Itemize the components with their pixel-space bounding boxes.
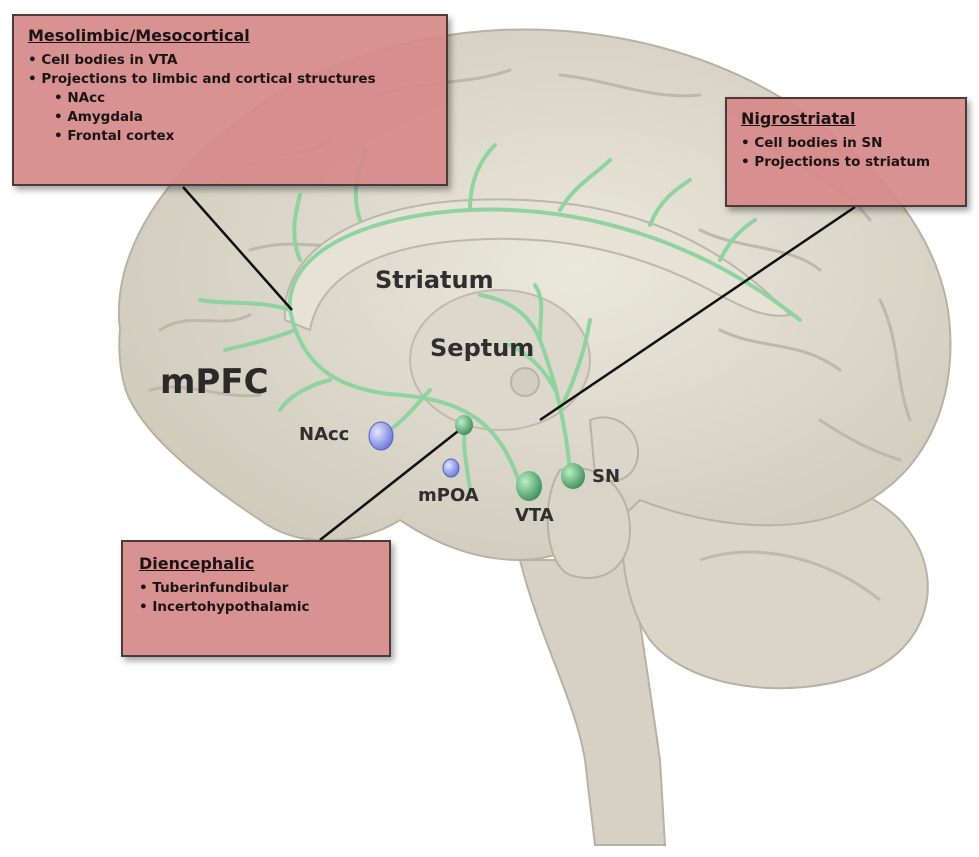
diencephalic-list: Tuberinfundibular Incertohypothalamic bbox=[139, 579, 373, 617]
label-striatum: Striatum bbox=[375, 266, 494, 294]
label-mpfc: mPFC bbox=[160, 362, 269, 402]
mesolimbic-item: Cell bodies in VTA bbox=[28, 51, 432, 70]
diencephalic-item: Tuberinfundibular bbox=[139, 579, 373, 598]
label-septum: Septum bbox=[430, 334, 534, 362]
mesolimbic-subitem: Frontal cortex bbox=[28, 127, 432, 146]
vta-nucleus bbox=[516, 471, 542, 501]
label-sn: SN bbox=[592, 466, 620, 487]
mesolimbic-box: Mesolimbic/Mesocortical Cell bodies in V… bbox=[12, 14, 448, 186]
nigrostriatal-box: Nigrostriatal Cell bodies in SN Projecti… bbox=[725, 97, 967, 207]
nigrostriatal-list: Cell bodies in SN Projections to striatu… bbox=[741, 134, 951, 172]
label-mpoa: mPOA bbox=[418, 485, 479, 506]
mesolimbic-subitem: NAcc bbox=[28, 89, 432, 108]
mesolimbic-item: Projections to limbic and cortical struc… bbox=[28, 70, 432, 89]
sn-nucleus bbox=[561, 463, 585, 489]
nigrostriatal-item: Projections to striatum bbox=[741, 153, 951, 172]
label-vta: VTA bbox=[515, 505, 554, 526]
mpoa-nucleus bbox=[443, 459, 459, 477]
nigrostriatal-item: Cell bodies in SN bbox=[741, 134, 951, 153]
diencephalic-box: Diencephalic Tuberinfundibular Incertohy… bbox=[121, 540, 391, 657]
diencephalic-item: Incertohypothalamic bbox=[139, 598, 373, 617]
mesolimbic-list: Cell bodies in VTA Projections to limbic… bbox=[28, 51, 432, 146]
mesolimbic-subitem: Amygdala bbox=[28, 108, 432, 127]
diencephalic-title: Diencephalic bbox=[139, 554, 373, 573]
diencephalic-nucleus bbox=[455, 415, 473, 435]
nigrostriatal-title: Nigrostriatal bbox=[741, 109, 951, 128]
label-nacc: NAcc bbox=[299, 424, 349, 445]
mesolimbic-title: Mesolimbic/Mesocortical bbox=[28, 26, 432, 45]
nacc-nucleus bbox=[369, 422, 393, 450]
